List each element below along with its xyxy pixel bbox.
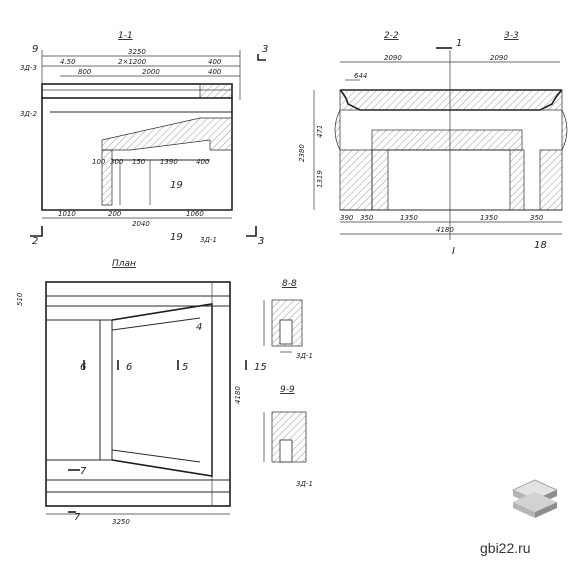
brand-logo-icon [512,479,558,518]
mark-I: I [452,246,455,257]
section-2-2-title: 2-2 [384,31,399,41]
section-3-3-title: 3-3 [504,31,519,41]
dim-400-c: 400 [196,158,210,166]
dim-2380: 2380 [298,144,306,162]
dim-1319: 1319 [316,170,324,188]
dim-1350-b: 1350 [480,214,498,222]
mark-zd3: 3Д-3 [20,64,37,72]
section-1-1: 1-1 3250 4.50 2×1200 400 800 2000 400 10… [20,31,268,247]
section-9-9: 9-9 3Д-1 [263,385,313,488]
mark-3-top: 3 [262,44,268,55]
dim-1390: 1390 [160,158,178,166]
dim-800: 800 [78,68,92,76]
dim-400-b: 400 [208,68,222,76]
mark-1: 1 [456,38,462,49]
mark-15: 15 [254,362,267,373]
mark-zd1-a: 3Д-1 [200,236,217,244]
mark-zd2: 3Д-2 [20,110,37,118]
dim-450: 4.50 [60,58,76,66]
mark-7-upper: 7 [80,466,87,477]
dim-1350-a: 1350 [400,214,418,222]
mark-19-upper: 19 [170,180,183,191]
dim-510: 510 [16,292,24,306]
dim-100: 100 [92,158,106,166]
dim-4180: 4180 [436,226,454,234]
dim-644: 644 [354,72,367,80]
mark-2: 2 [32,236,38,247]
section-1-1-title: 1-1 [118,31,133,41]
dim-1010: 1010 [58,210,76,218]
plan-title: План [112,259,136,269]
mark-4: 4 [196,322,202,333]
dim-2x1200: 2×1200 [118,58,147,66]
mark-6-right: 6 [126,362,132,373]
dim-390: 390 [340,214,354,222]
dim-3250-top: 3250 [128,48,146,56]
dim-2090-a: 2090 [384,54,402,62]
mark-5: 5 [182,362,188,373]
dim-3250-plan: 3250 [112,518,130,526]
dim-471: 471 [316,125,324,138]
dim-200: 200 [108,210,122,218]
mark-zd1-b: 3Д-1 [296,352,313,360]
mark-18: 18 [534,240,547,251]
dim-4180-vertical: 4180 [234,386,242,404]
dim-2000: 2000 [142,68,160,76]
dim-350-a: 350 [360,214,374,222]
dim-350-b: 350 [530,214,544,222]
mark-7-lower: 7 [74,512,81,523]
dim-1060: 1060 [186,210,204,218]
brand-site-text[interactable]: gbi22.ru [480,540,531,556]
section-8-8-title: 8-8 [282,279,297,289]
dim-300: 300 [110,158,124,166]
mark-zd1-c: 3Д-1 [296,480,313,488]
mark-3-bottom: 3 [258,236,264,247]
dim-2040: 2040 [132,220,150,228]
section-8-8: 8-8 3Д-1 [263,279,313,360]
section-9-9-title: 9-9 [280,385,295,395]
dim-400-a: 400 [208,58,222,66]
section-2-2-3-3: 2-2 3-3 1 2090 2090 644 2380 471 1319 39… [298,31,568,257]
dim-2090-b: 2090 [490,54,508,62]
plan-view: План 510 4180 3250 6 6 5 15 4 7 7 [16,259,267,526]
mark-19-lower: 19 [170,232,183,243]
mark-9: 9 [32,44,38,55]
dim-150: 150 [132,158,146,166]
mark-6-left: 6 [80,362,86,373]
